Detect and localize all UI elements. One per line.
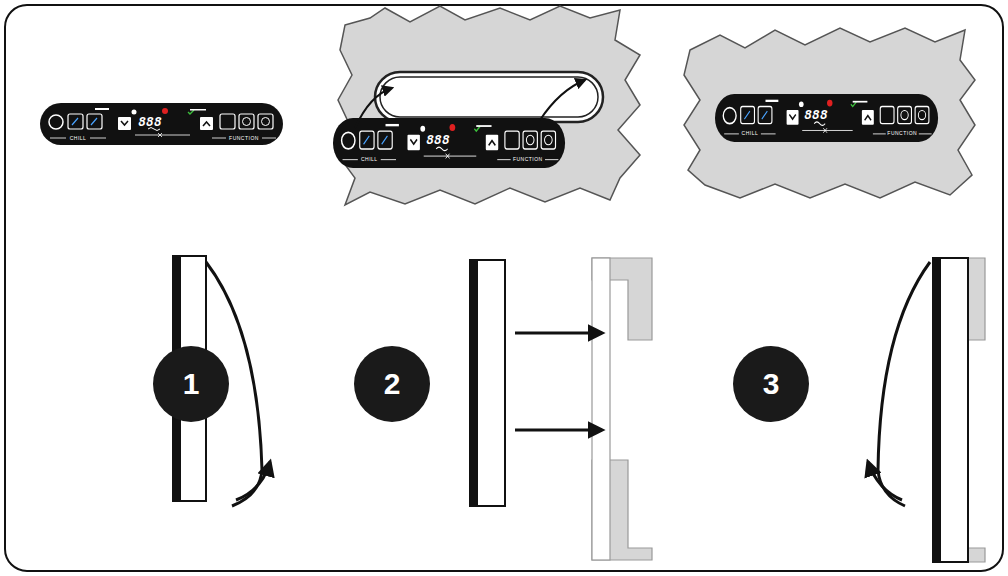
button-group-label: CHILL [742, 131, 759, 136]
callout-number: 3 [763, 367, 780, 401]
button-group-label: CHILL [70, 136, 87, 141]
callout-circle: 1 [153, 346, 229, 422]
display-digits: 888 [426, 133, 449, 146]
callout-number: 2 [384, 367, 401, 401]
button-group-label: FUNCTION [229, 136, 259, 141]
button-group-label: FUNCTION [513, 157, 543, 162]
callout-circle: 3 [733, 346, 809, 422]
callout-circle: 2 [354, 346, 430, 422]
display-digits: 888 [138, 115, 161, 128]
button-group-label: CHILL [361, 157, 378, 162]
callout-number: 1 [183, 367, 200, 401]
display-digits: 888 [804, 108, 827, 121]
button-group-label: FUNCTION [887, 131, 917, 136]
